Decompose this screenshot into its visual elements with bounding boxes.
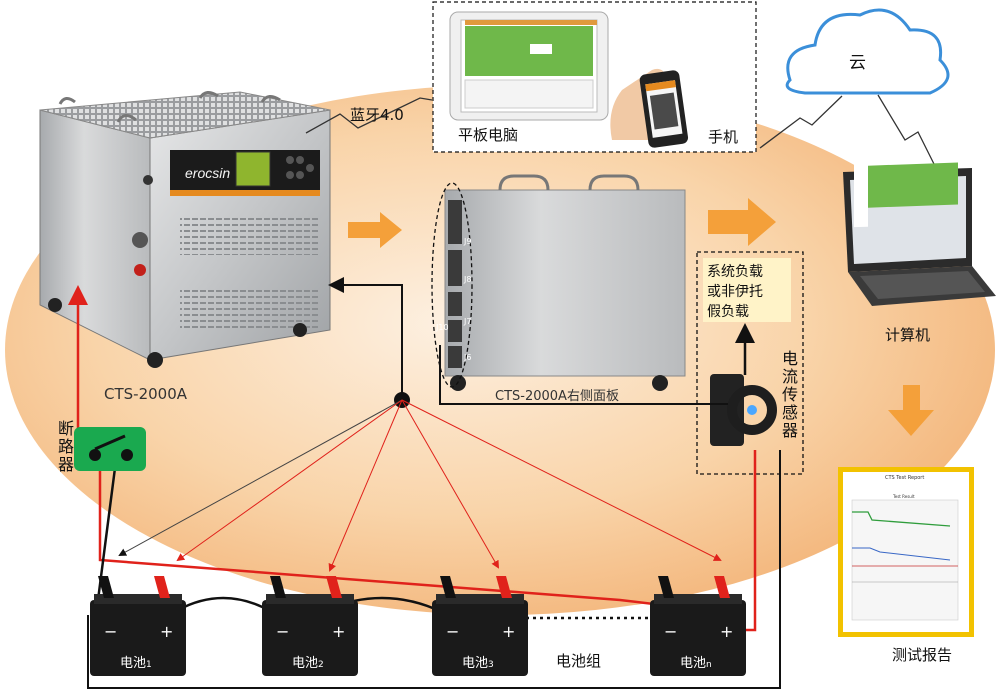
battery-minus-terminal: − (104, 622, 118, 641)
battery-3 (432, 576, 528, 676)
report-title: CTS Test Report (885, 475, 925, 481)
current-sensor-device (710, 374, 777, 446)
main-unit-label: CTS-2000A (104, 385, 188, 403)
battery-index: 3 (488, 660, 494, 670)
laptop-computer (843, 152, 996, 306)
arrow-right-1 (348, 212, 402, 248)
battery-minus-terminal: − (276, 622, 290, 641)
battery-plus-terminal: + (332, 622, 346, 641)
battery-group (90, 576, 746, 676)
load-sensor-box (696, 251, 804, 475)
right-panel-label: CTS-2000A右侧面板 (495, 389, 619, 404)
load-label-line-1: 系统负载 (707, 264, 763, 280)
cloud-signal-line-left (759, 95, 843, 149)
wire-panel-sensor (439, 345, 728, 405)
main-unit-device (39, 91, 331, 368)
battery-index: 1 (146, 660, 152, 670)
test-report-document (838, 467, 974, 637)
phone-label: 手机 (708, 128, 739, 146)
right-panel-device (444, 174, 686, 391)
arrow-right-2 (708, 198, 776, 246)
cloud-icon (785, 8, 950, 95)
svg-text:J10: J10 (435, 323, 449, 332)
battery-plus-terminal: + (160, 622, 174, 641)
report-subtitle: Test Result (893, 494, 915, 499)
breaker-label: 断路器 (55, 420, 74, 474)
wire-black-bottom (87, 450, 781, 689)
cloud-label: 云 (849, 53, 866, 73)
bluetooth-signal-line (305, 97, 433, 134)
battery-4 (650, 576, 746, 676)
battery-2 (262, 576, 358, 676)
svg-text:J6: J6 (463, 353, 471, 362)
phone-device (610, 68, 689, 148)
battery-group-label: 电池组 (556, 652, 602, 670)
panel-port-labels: J9 J8 J10 J7 J6 (435, 237, 471, 362)
tablet-device (449, 11, 609, 121)
load-label: 系统负载 或非伊托 假负载 (707, 262, 763, 322)
battery-plus-terminal: + (502, 622, 516, 641)
breaker-switch (74, 427, 146, 471)
load-label-line-3: 假负载 (707, 304, 749, 320)
battery-index: 2 (318, 660, 324, 670)
wire-main-hub (328, 277, 403, 400)
bluetooth-label: 蓝牙4.0 (350, 106, 404, 124)
tablet-label: 平板电脑 (458, 126, 519, 144)
cloud-signal-line-right (877, 94, 937, 169)
report-label: 测试报告 (892, 646, 953, 664)
svg-text:J9: J9 (463, 237, 471, 246)
battery-1 (90, 576, 186, 676)
svg-text:J7: J7 (463, 317, 471, 326)
battery-label: 电池3 (462, 656, 494, 671)
sense-wires (118, 399, 722, 572)
battery-label: 电池1 (120, 656, 152, 671)
battery-minus-terminal: − (664, 622, 678, 641)
arrow-down (888, 385, 934, 436)
battery-minus-terminal: − (446, 622, 460, 641)
svg-text:J8: J8 (463, 275, 471, 284)
panel-port-highlight (431, 182, 473, 388)
load-box-fill (703, 258, 791, 322)
computer-label: 计算机 (885, 326, 931, 344)
battery-plus-terminal: + (720, 622, 734, 641)
current-sensor-label: 电流传感器 (779, 350, 798, 440)
battery-index: n (706, 660, 712, 670)
main-unit-brand: erocsin (185, 165, 230, 181)
battery-label: 电池2 (292, 656, 324, 671)
load-label-line-2: 或非伊托 (707, 284, 763, 300)
battery-label: 电池n (680, 656, 712, 671)
